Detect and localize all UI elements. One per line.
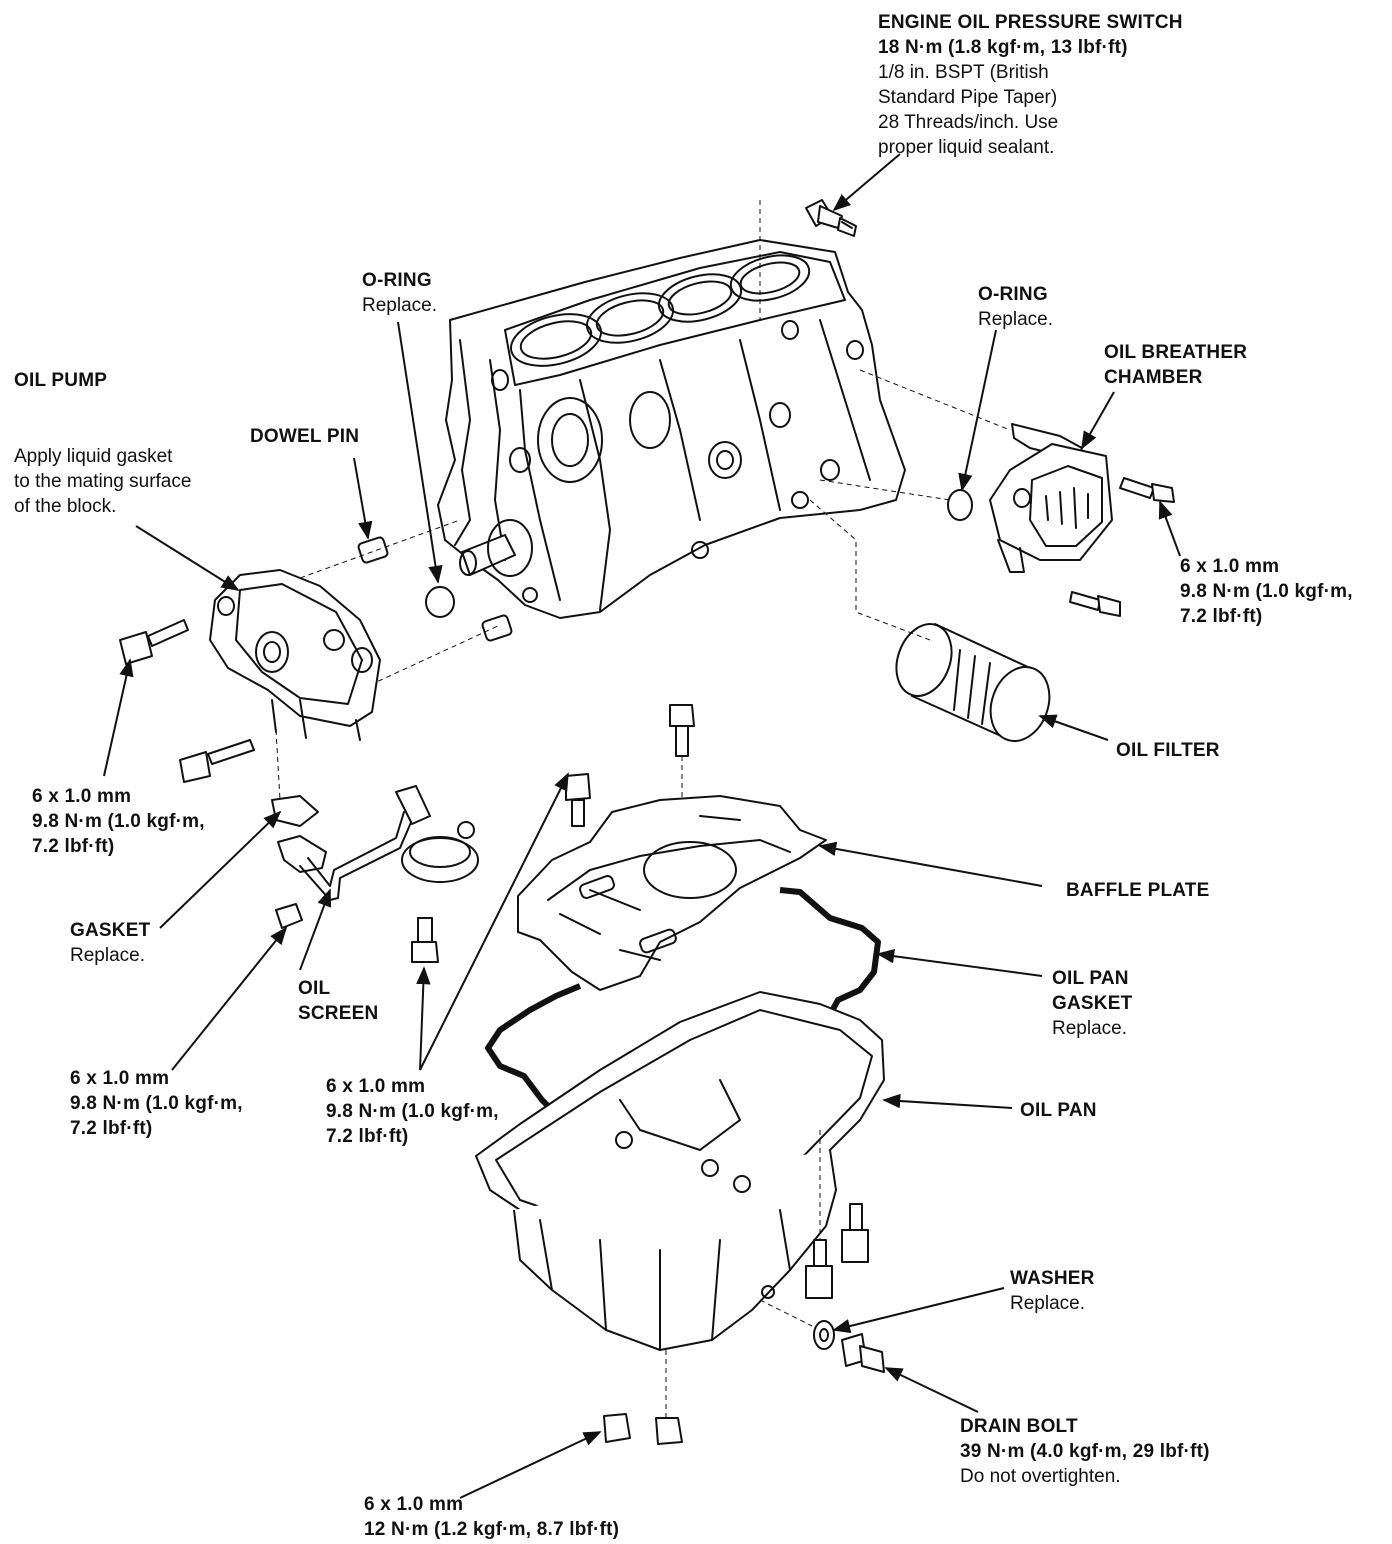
pan-nut-torque: 12 N·m (1.2 kgf·m, 8.7 lbf·ft) — [364, 1519, 620, 1540]
drain-bolt — [841, 1333, 885, 1373]
liquid-gasket-line-2: to the mating surface — [14, 471, 192, 492]
leader-lines — [103, 153, 1181, 1499]
liquid-gasket-line-3: of the block. — [14, 496, 117, 517]
label-oil-screen: OIL SCREEN — [298, 976, 378, 1026]
pump-bolt-size: 6 x 1.0 mm — [32, 786, 132, 807]
oil-breather-line-2: CHAMBER — [1104, 367, 1203, 388]
baffle-plate-bolts — [565, 704, 695, 827]
oil-screen-line-2: SCREEN — [298, 1003, 379, 1024]
o-ring-left-note: Replace. — [362, 295, 437, 316]
oil-screen-line-1: OIL — [298, 978, 331, 999]
label-oil-pan-gasket: OIL PAN GASKET Replace. — [1052, 966, 1132, 1041]
label-oil-pump: OIL PUMP — [14, 368, 107, 393]
label-oil-pan: OIL PAN — [1020, 1098, 1097, 1123]
drain-bolt-torque: 39 N·m (4.0 kgf·m, 29 lbf·ft) — [960, 1441, 1210, 1462]
oil-pressure-switch-note-1: 1/8 in. BSPT (British — [878, 62, 1049, 83]
label-o-ring-right: O-RING Replace. — [978, 282, 1053, 332]
pump-bolt-torque-1: 9.8 N·m (1.0 kgf·m, — [32, 811, 205, 832]
oil-pressure-switch-note-2: Standard Pipe Taper) — [878, 87, 1058, 108]
oil-filter-title: OIL FILTER — [1116, 740, 1220, 761]
label-washer: WASHER Replace. — [1010, 1266, 1095, 1316]
oil-pressure-switch — [805, 199, 857, 237]
washer-title: WASHER — [1010, 1268, 1095, 1289]
drain-bolt-note: Do not overtighten. — [960, 1466, 1121, 1487]
oil-pressure-switch-title: ENGINE OIL PRESSURE SWITCH — [878, 12, 1183, 33]
oil-pan-nuts — [603, 1413, 683, 1445]
pump-bolt-lower — [179, 739, 255, 783]
dowel-pin-upper — [357, 536, 389, 564]
screen-bolt — [411, 917, 439, 963]
baffle-plate — [517, 795, 827, 991]
label-oil-filter: OIL FILTER — [1116, 738, 1220, 763]
engine-block — [437, 239, 906, 619]
label-breather-bolt: 6 x 1.0 mm 9.8 N·m (1.0 kgf·m, 7.2 lbf·f… — [1180, 554, 1353, 629]
drain-bolt-title: DRAIN BOLT — [960, 1416, 1078, 1437]
screen-bolt-torque-2: 7.2 lbf·ft) — [326, 1126, 409, 1147]
screen-nut-torque-2: 7.2 lbf·ft) — [70, 1118, 153, 1139]
o-ring-left-title: O-RING — [362, 270, 432, 291]
screen-bolt-torque-1: 9.8 N·m (1.0 kgf·m, — [326, 1101, 499, 1122]
oil-pan-title: OIL PAN — [1020, 1100, 1097, 1121]
label-liquid-gasket: Apply liquid gasket to the mating surfac… — [14, 444, 191, 519]
breather-bolt-lower — [1069, 591, 1121, 617]
gasket-note: Replace. — [70, 945, 145, 966]
label-dowel-pin: DOWEL PIN — [250, 424, 359, 449]
label-oil-pressure-switch: ENGINE OIL PRESSURE SWITCH 18 N·m (1.8 k… — [878, 10, 1183, 160]
breather-bolt-torque-1: 9.8 N·m (1.0 kgf·m, — [1180, 581, 1353, 602]
label-oil-breather-chamber: OIL BREATHER CHAMBER — [1104, 340, 1247, 390]
screen-nut — [275, 903, 303, 929]
oil-pressure-switch-torque: 18 N·m (1.8 kgf·m, 13 lbf·ft) — [878, 37, 1128, 58]
pump-bolt-torque-2: 7.2 lbf·ft) — [32, 836, 115, 857]
breather-bolt-size: 6 x 1.0 mm — [1180, 556, 1280, 577]
pump-bolt-upper — [119, 619, 189, 665]
label-drain-bolt: DRAIN BOLT 39 N·m (4.0 kgf·m, 29 lbf·ft)… — [960, 1414, 1210, 1489]
o-ring-left — [425, 586, 455, 618]
dowel-pin-lower — [481, 614, 513, 642]
label-o-ring-left: O-RING Replace. — [362, 268, 437, 318]
oil-pan-gasket-line-2: GASKET — [1052, 993, 1133, 1014]
screen-gasket — [271, 795, 319, 827]
label-screen-bolt: 6 x 1.0 mm 9.8 N·m (1.0 kgf·m, 7.2 lbf·f… — [326, 1074, 499, 1149]
label-pan-nut: 6 x 1.0 mm 12 N·m (1.2 kgf·m, 8.7 lbf·ft… — [364, 1492, 619, 1542]
dowel-pin-title: DOWEL PIN — [250, 426, 360, 447]
breather-bolt-upper — [1119, 477, 1175, 503]
label-screen-nut-bolt: 6 x 1.0 mm 9.8 N·m (1.0 kgf·m, 7.2 lbf·f… — [70, 1066, 243, 1141]
oil-pan-side-bolts — [805, 1203, 869, 1299]
screen-bolt-size: 6 x 1.0 mm — [326, 1076, 426, 1097]
breather-bolt-torque-2: 7.2 lbf·ft) — [1180, 606, 1263, 627]
oil-screen — [277, 785, 479, 901]
label-baffle-plate: BAFFLE PLATE — [1066, 878, 1209, 903]
o-ring-right-title: O-RING — [978, 284, 1048, 305]
oil-filter — [895, 623, 1051, 742]
label-gasket: GASKET Replace. — [70, 918, 150, 968]
oil-pan-gasket-line-1: OIL PAN — [1052, 968, 1129, 989]
oil-pan-gasket-note: Replace. — [1052, 1018, 1127, 1039]
screen-nut-size: 6 x 1.0 mm — [70, 1068, 170, 1089]
oil-pressure-switch-note-4: proper liquid sealant. — [878, 137, 1055, 158]
oil-pump — [209, 569, 381, 741]
baffle-plate-title: BAFFLE PLATE — [1066, 880, 1210, 901]
gasket-title: GASKET — [70, 920, 151, 941]
o-ring-right — [947, 489, 973, 521]
washer — [813, 1320, 835, 1350]
o-ring-right-note: Replace. — [978, 309, 1053, 330]
oil-pump-title: OIL PUMP — [14, 370, 108, 391]
pan-nut-size: 6 x 1.0 mm — [364, 1494, 464, 1515]
label-pump-bolt: 6 x 1.0 mm 9.8 N·m (1.0 kgf·m, 7.2 lbf·f… — [32, 784, 205, 859]
oil-breather-chamber — [989, 423, 1113, 573]
oil-pressure-switch-note-3: 28 Threads/inch. Use — [878, 112, 1059, 133]
oil-pan — [475, 991, 885, 1351]
screen-nut-torque-1: 9.8 N·m (1.0 kgf·m, — [70, 1093, 243, 1114]
washer-note: Replace. — [1010, 1293, 1085, 1314]
liquid-gasket-line-1: Apply liquid gasket — [14, 446, 173, 467]
oil-breather-line-1: OIL BREATHER — [1104, 342, 1248, 363]
